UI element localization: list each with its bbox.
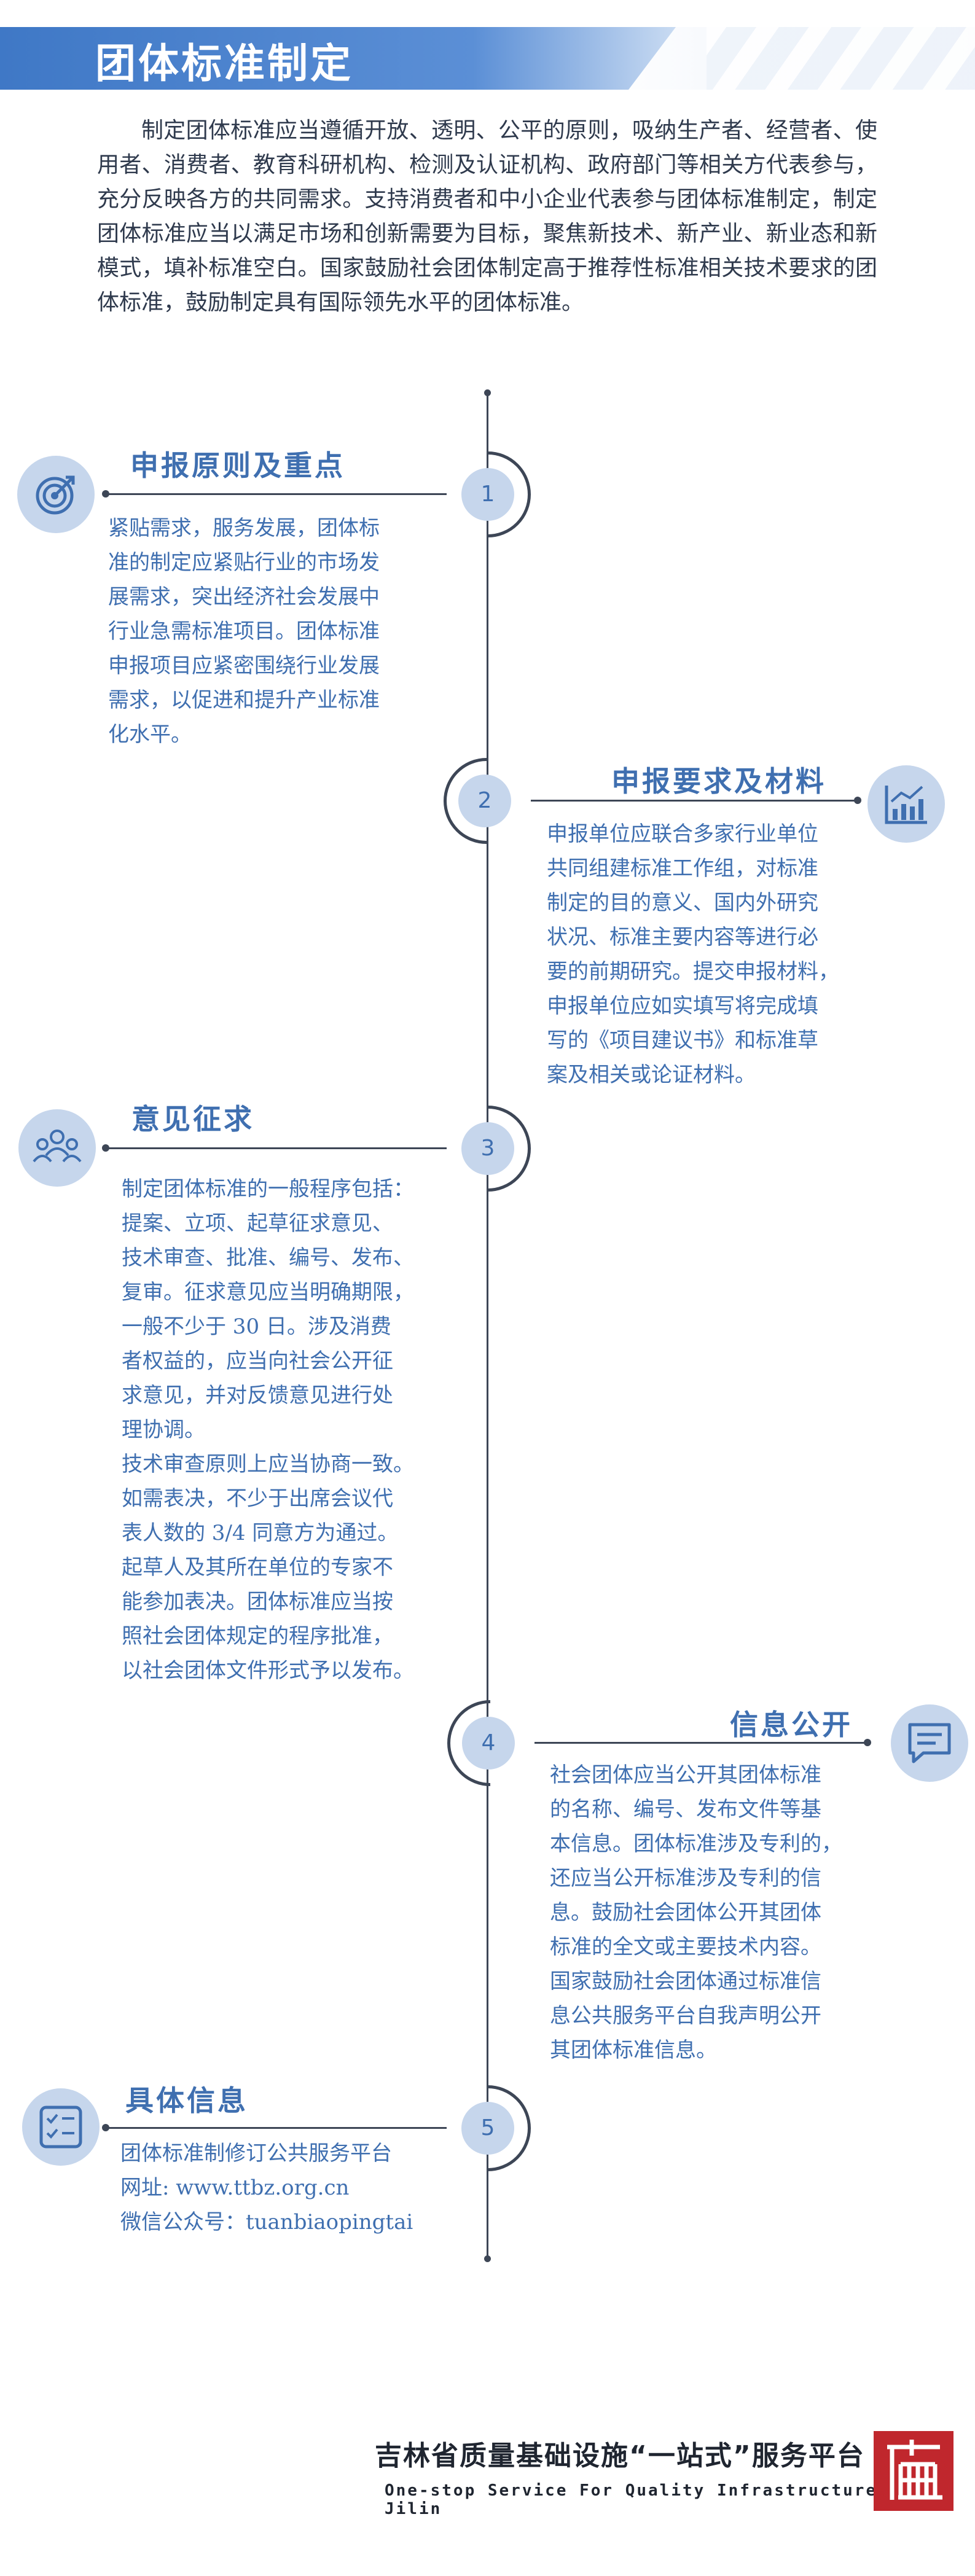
connector-dot-4 — [864, 1739, 871, 1746]
connector-line-1 — [106, 493, 447, 495]
section-1-title: 申报原则及重点 — [130, 449, 345, 482]
section-5-icon — [22, 2088, 100, 2166]
section-4-icon — [891, 1704, 968, 1782]
message-icon — [908, 1723, 951, 1763]
timeline-start-dot — [484, 389, 491, 396]
intro-paragraph: 制定团体标准应当遵循开放、透明、公平的原则，吸纳生产者、经营者、使用者、消费者、… — [97, 118, 877, 315]
connector-dot-1 — [102, 490, 109, 498]
connector-line-2 — [531, 800, 856, 802]
connector-line-5 — [106, 2127, 447, 2129]
page-title: 团体标准制定 — [95, 40, 353, 87]
connector-dot-3 — [102, 1144, 109, 1152]
section-5-body: 团体标准制修订公共服务平台 网址: www.ttbz.org.cn 微信公众号：… — [120, 2141, 413, 2234]
section-1-body: 紧贴需求，服务发展，团体标 准的制定应紧贴行业的市场发 展需求，突出经济社会发展… — [108, 516, 380, 747]
connector-dot-2 — [854, 797, 861, 804]
footer-org-name: 吉林省质量基础设施“一站式”服务平台 — [375, 2440, 865, 2472]
red-seal-logo — [874, 2431, 953, 2511]
section-2-icon — [867, 765, 945, 843]
section-3-body: 制定团体标准的一般程序包括： 提案、立项、起草征求意见、 技术审查、批准、编号、… — [122, 1177, 414, 1683]
connector-line-3 — [106, 1147, 447, 1149]
connector-dot-5 — [102, 2124, 109, 2131]
section-1-icon — [17, 456, 95, 533]
checklist-icon — [39, 2106, 82, 2149]
step-node-2: 2 — [458, 775, 511, 827]
timeline-line — [487, 393, 488, 2260]
step-node-4: 4 — [462, 1717, 515, 1770]
connector-line-4 — [534, 1742, 866, 1744]
step-node-1: 1 — [461, 468, 514, 521]
section-3-icon — [18, 1109, 96, 1187]
section-4-title: 信息公开 — [730, 1708, 853, 1741]
section-2-title: 申报要求及材料 — [611, 765, 826, 798]
step-node-5: 5 — [461, 2102, 514, 2155]
target-icon — [36, 475, 75, 515]
footer-org-english: One-stop Service For Quality Infrastruct… — [385, 2481, 912, 2518]
header-banner — [0, 27, 676, 90]
section-2-body: 申报单位应联合多家行业单位 共同组建标准工作组，对标准 制定的目的意义、国内外研… — [547, 822, 839, 1087]
timeline-end-dot — [484, 2255, 491, 2262]
section-5-title: 具体信息 — [125, 2084, 248, 2117]
section-4-body: 社会团体应当公开其团体标准 的名称、编号、发布文件等基 本信息。团体标准涉及专利… — [550, 1763, 842, 2063]
section-3-title: 意见征求 — [131, 1103, 254, 1136]
people-icon — [33, 1130, 82, 1163]
header-stripes — [707, 27, 975, 90]
step-node-3: 3 — [461, 1122, 514, 1175]
bar-chart-icon — [885, 786, 927, 824]
